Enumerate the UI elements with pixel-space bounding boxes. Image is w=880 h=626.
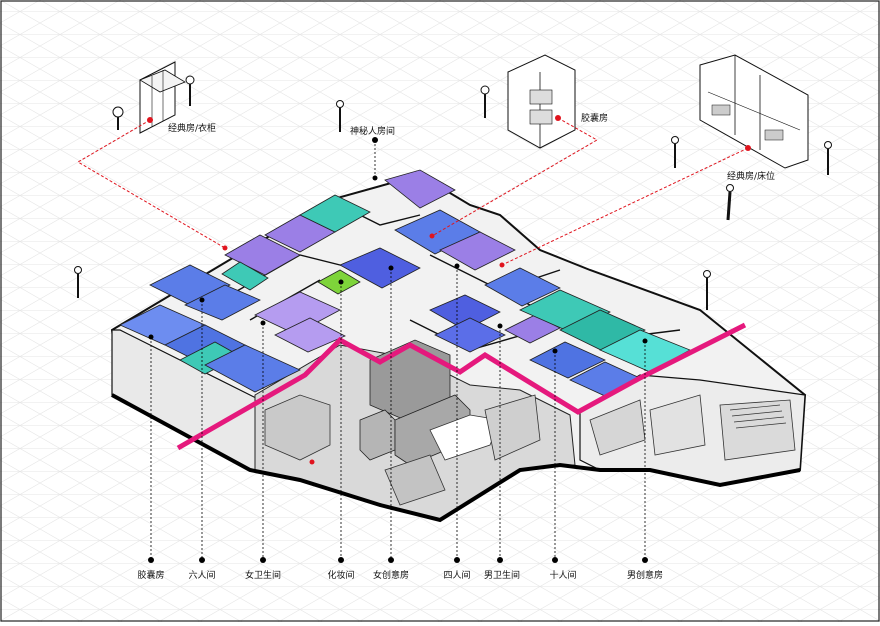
bottom-leaders [150,266,646,560]
bottom-label: 化妆间 [327,569,354,581]
room-purple [384,169,456,209]
bunkbed-illustration [671,54,832,175]
secret-room-leader [372,137,378,181]
callout-lines [77,117,749,266]
bottom-label: 十人间 [549,569,576,581]
room-purple [439,231,516,271]
bottom-label: 女创意房 [373,569,409,581]
room-lilac [254,291,341,335]
wardrobe-illustration [112,61,195,134]
room-blue [434,317,506,353]
people-figures [74,100,734,310]
callout-secret-room: 神秘人房间 [350,125,395,137]
red-markers [147,115,751,465]
capsule-illustration [480,54,576,149]
room-teal [299,194,371,233]
room-blue [429,294,501,331]
room-blue [339,247,421,289]
bottom-label: 女卫生间 [245,569,281,581]
bottom-label: 四人间 [443,569,470,581]
bottom-label: 六人间 [188,569,215,581]
callout-capsule-top: 胶囊房 [581,112,608,124]
bottom-label: 胶囊房 [137,569,164,581]
room-blue [484,267,561,307]
bottom-labels: 胶囊房 六人间 女卫生间 化妆间 女创意房 四人间 男卫生间 十人间 男创意房 [137,569,663,581]
callout-classic-wardrobe: 经典房/衣柜 [168,122,216,134]
bottom-label: 男创意房 [627,569,663,581]
room-teal [221,261,269,291]
section-cut-line [176,322,747,451]
room-blue [184,284,261,321]
room-blue [204,344,301,393]
room-lilac [274,317,346,353]
callout-classic-bed: 经典房/床位 [727,170,775,182]
bottom-label: 男卫生间 [484,569,520,581]
bottom-leader-dots [148,263,648,563]
